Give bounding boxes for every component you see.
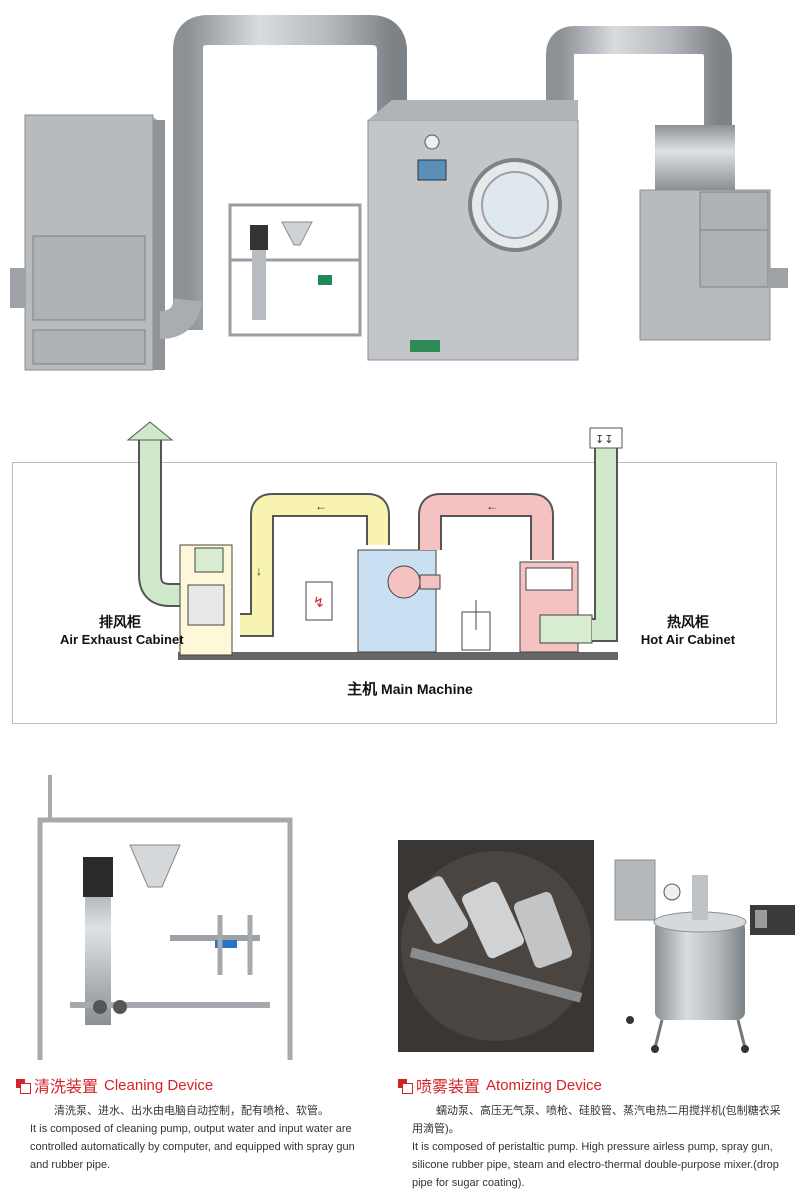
svg-text:↧↧: ↧↧ bbox=[595, 434, 613, 446]
atomizing-mixer-photo bbox=[614, 859, 795, 1053]
svg-text:←: ← bbox=[315, 499, 327, 513]
mixer-drawing bbox=[461, 600, 491, 651]
cleaning-title-en: Cleaning Device bbox=[104, 1076, 214, 1094]
main-machine-photo bbox=[367, 100, 579, 361]
base-rail bbox=[178, 652, 618, 660]
section-bullet-icon bbox=[16, 1078, 31, 1094]
atomizing-desc-en: It is composed of peristaltic pump. High… bbox=[412, 1141, 779, 1189]
main-machine-drawing bbox=[357, 549, 441, 653]
cleaning-desc-zh: 清洗泵、进水、出水由电脑自动控制，配有喷枪、软管。 bbox=[54, 1105, 329, 1117]
exhaust-cabinet-photo bbox=[10, 114, 165, 371]
hot-air-duct: ← bbox=[418, 493, 554, 560]
transfer-duct: ← ↓ bbox=[240, 493, 390, 637]
atomizing-title-zh: 喷雾装置 bbox=[416, 1079, 481, 1096]
svg-text:↓: ↓ bbox=[256, 564, 262, 578]
hot-air-cabinet-label: 热风柜 Hot Air Cabinet bbox=[628, 612, 748, 647]
hot-air-cabinet-label-zh: 热风柜 bbox=[667, 614, 709, 630]
intake-duct: ↧↧ bbox=[589, 427, 623, 642]
hot-air-cabinet-label-en: Hot Air Cabinet bbox=[640, 632, 736, 647]
svg-text:↯: ↯ bbox=[313, 594, 325, 610]
main-machine-label: 主机 Main Machine bbox=[325, 678, 495, 699]
main-machine-label-zh: 主机 bbox=[347, 681, 378, 698]
cleaning-device-photo-small bbox=[228, 203, 362, 337]
exhaust-duct bbox=[126, 421, 190, 607]
hot-air-cabinet-drawing bbox=[519, 561, 593, 653]
cleaning-title-zh: 清洗装置 bbox=[34, 1079, 99, 1096]
cleaning-device-photo bbox=[37, 775, 293, 1060]
exhaust-cabinet-drawing bbox=[179, 544, 233, 656]
cleaning-desc-en: It is composed of cleaning pump, output … bbox=[30, 1123, 355, 1171]
svg-text:←: ← bbox=[486, 499, 498, 513]
exhaust-cabinet-label: 排风柜 Air Exhaust Cabinet bbox=[60, 612, 184, 647]
cleaning-device-title: 清洗装置 Cleaning Device bbox=[16, 1073, 213, 1097]
exhaust-cabinet-label-zh: 排风柜 bbox=[99, 614, 141, 630]
hot-air-cabinet-photo bbox=[639, 125, 788, 341]
main-machine-label-en: Main Machine bbox=[381, 681, 473, 697]
system-flow-diagram: ← ↓ ↯ ← ↧↧ bbox=[126, 421, 623, 660]
atomizing-device-description: 蠕动泵、高压无气泵、喷枪、硅胶管、蒸汽电热二用搅拌机(包制糖衣采用滴管)。 It… bbox=[412, 1102, 790, 1192]
spray-gun-photo bbox=[398, 840, 594, 1052]
atomizing-device-title: 喷雾装置 Atomizing Device bbox=[398, 1073, 602, 1097]
electrical-box: ↯ bbox=[305, 581, 333, 621]
atomizing-title-en: Atomizing Device bbox=[486, 1076, 602, 1094]
cleaning-device-description: 清洗泵、进水、出水由电脑自动控制，配有喷枪、软管。 It is composed… bbox=[30, 1102, 370, 1174]
exhaust-cabinet-label-en: Air Exhaust Cabinet bbox=[60, 632, 184, 647]
atomizing-desc-zh: 蠕动泵、高压无气泵、喷枪、硅胶管、蒸汽电热二用搅拌机(包制糖衣采用滴管)。 bbox=[412, 1105, 781, 1135]
coating-machine-system-photo bbox=[10, 15, 788, 371]
section-bullet-icon bbox=[398, 1078, 413, 1094]
